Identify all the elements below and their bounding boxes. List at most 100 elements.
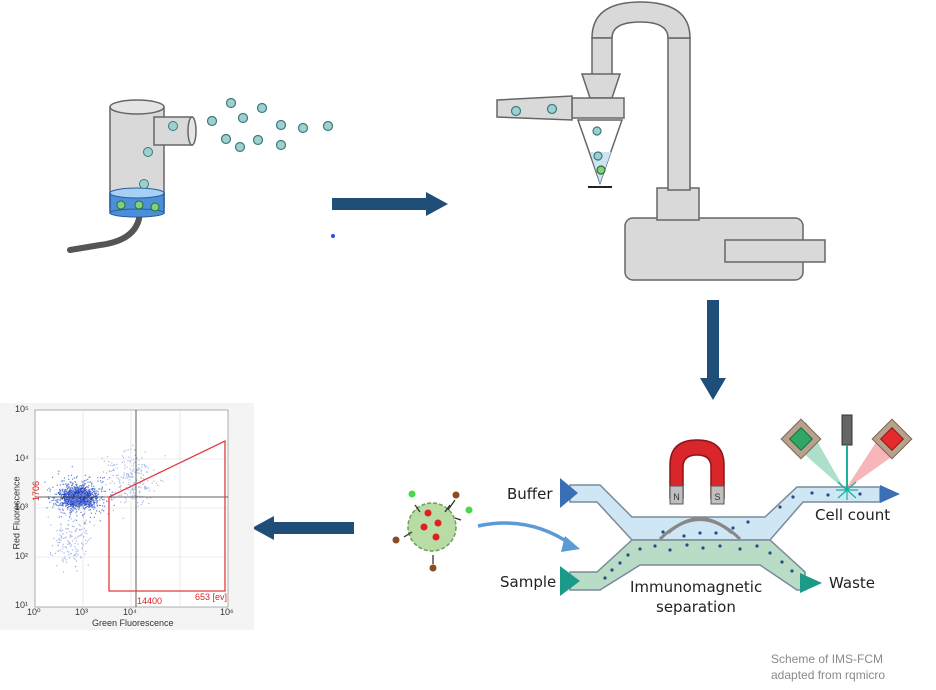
scatter-point bbox=[60, 516, 62, 518]
scatter-point bbox=[132, 490, 134, 492]
flow-arrow-2 bbox=[700, 300, 726, 400]
scatter-point bbox=[56, 530, 58, 532]
scatter-point bbox=[62, 488, 64, 490]
scatter-point bbox=[65, 483, 67, 485]
scatter-point bbox=[128, 482, 130, 484]
scatter-point bbox=[92, 499, 94, 501]
scatter-point bbox=[124, 502, 126, 504]
scatter-point bbox=[86, 494, 88, 496]
scatter-point bbox=[69, 553, 71, 555]
scatter-point bbox=[75, 565, 77, 567]
y-tick-3: 10³ bbox=[15, 502, 29, 512]
scatter-point bbox=[83, 488, 85, 490]
scatter-point bbox=[75, 519, 78, 521]
scatter-point bbox=[81, 495, 83, 497]
scatter-point bbox=[66, 484, 68, 486]
scatter-point bbox=[69, 490, 71, 492]
scatter-point bbox=[85, 492, 87, 494]
scatter-point bbox=[62, 558, 64, 560]
scatter-point bbox=[140, 504, 142, 506]
scatter-point bbox=[47, 497, 50, 500]
scatter-point bbox=[61, 480, 63, 482]
scatter-point bbox=[84, 483, 86, 485]
scatter-point bbox=[129, 490, 131, 492]
scatter-point bbox=[71, 497, 74, 499]
scatter-point bbox=[85, 500, 87, 502]
scatter-point bbox=[72, 549, 74, 551]
scatter-point bbox=[84, 489, 86, 491]
scatter-point bbox=[101, 457, 103, 459]
scatter-point bbox=[60, 530, 62, 532]
scatter-point bbox=[89, 502, 91, 504]
scatter-point bbox=[68, 542, 70, 544]
magnet-pole-s: S bbox=[714, 492, 720, 502]
scatter-point bbox=[122, 481, 124, 484]
scatter-point bbox=[68, 494, 70, 496]
scatter-point bbox=[122, 455, 124, 457]
scatter-point bbox=[82, 505, 84, 507]
scatter-point bbox=[80, 534, 82, 536]
scatter-point bbox=[138, 486, 140, 488]
scatter-point bbox=[139, 495, 141, 497]
scatter-point bbox=[101, 486, 103, 488]
scatter-point bbox=[65, 505, 67, 508]
scatter-point bbox=[67, 483, 69, 485]
scatter-point bbox=[50, 524, 52, 526]
scatter-point bbox=[82, 497, 84, 499]
scatter-point bbox=[74, 492, 76, 494]
scatter-point bbox=[82, 506, 84, 508]
scatter-point bbox=[103, 490, 105, 492]
scatter-point bbox=[113, 497, 115, 499]
scatter-point bbox=[97, 491, 99, 493]
scatter-point bbox=[75, 495, 77, 497]
scatter-point bbox=[118, 481, 120, 483]
scatter-point bbox=[78, 507, 81, 509]
scatter-point bbox=[63, 500, 65, 502]
scatter-point bbox=[72, 478, 74, 480]
scatter-point bbox=[64, 490, 66, 492]
scatter-point bbox=[76, 560, 78, 562]
scatter-point bbox=[93, 502, 95, 504]
scatter-point bbox=[93, 497, 95, 499]
scatter-point bbox=[69, 510, 71, 512]
scatter-point bbox=[70, 553, 72, 555]
scatter-point bbox=[139, 492, 141, 494]
scatter-point bbox=[64, 497, 67, 499]
scatter-point bbox=[67, 508, 69, 510]
scatter-point bbox=[87, 481, 89, 483]
scatter-point bbox=[132, 470, 134, 472]
scatter-point bbox=[133, 482, 135, 484]
scatter-point bbox=[116, 477, 118, 479]
scatter-point bbox=[73, 557, 75, 559]
scatter-point bbox=[57, 473, 59, 475]
scatter-point bbox=[81, 494, 83, 496]
scatter-point bbox=[129, 468, 131, 470]
scatter-point bbox=[60, 495, 62, 497]
scatter-point bbox=[71, 487, 74, 489]
scatter-point bbox=[68, 524, 70, 526]
scatter-point bbox=[84, 503, 87, 505]
scatter-point bbox=[80, 505, 83, 507]
scatter-point bbox=[80, 487, 82, 489]
waste-label: Waste bbox=[829, 574, 875, 592]
scatter-point bbox=[113, 504, 115, 506]
scatter-point bbox=[96, 494, 98, 497]
scatter-point bbox=[84, 504, 86, 506]
scatter-point bbox=[84, 474, 87, 476]
scatter-point bbox=[79, 529, 81, 531]
scatter-point bbox=[78, 499, 80, 501]
scatter-point bbox=[127, 474, 130, 476]
scatter-point bbox=[56, 499, 58, 501]
scatter-point bbox=[146, 488, 148, 490]
scatter-point bbox=[141, 464, 143, 466]
scatter-point bbox=[70, 502, 72, 504]
scatter-point bbox=[68, 495, 70, 497]
scatter-point bbox=[60, 493, 62, 495]
scatter-point bbox=[103, 502, 105, 504]
scatter-point bbox=[87, 492, 89, 494]
scatter-point bbox=[62, 491, 64, 493]
scatter-point bbox=[64, 491, 66, 493]
scatter-point bbox=[67, 495, 69, 497]
separation-label-2: separation bbox=[656, 598, 736, 616]
scatter-point bbox=[132, 465, 134, 467]
